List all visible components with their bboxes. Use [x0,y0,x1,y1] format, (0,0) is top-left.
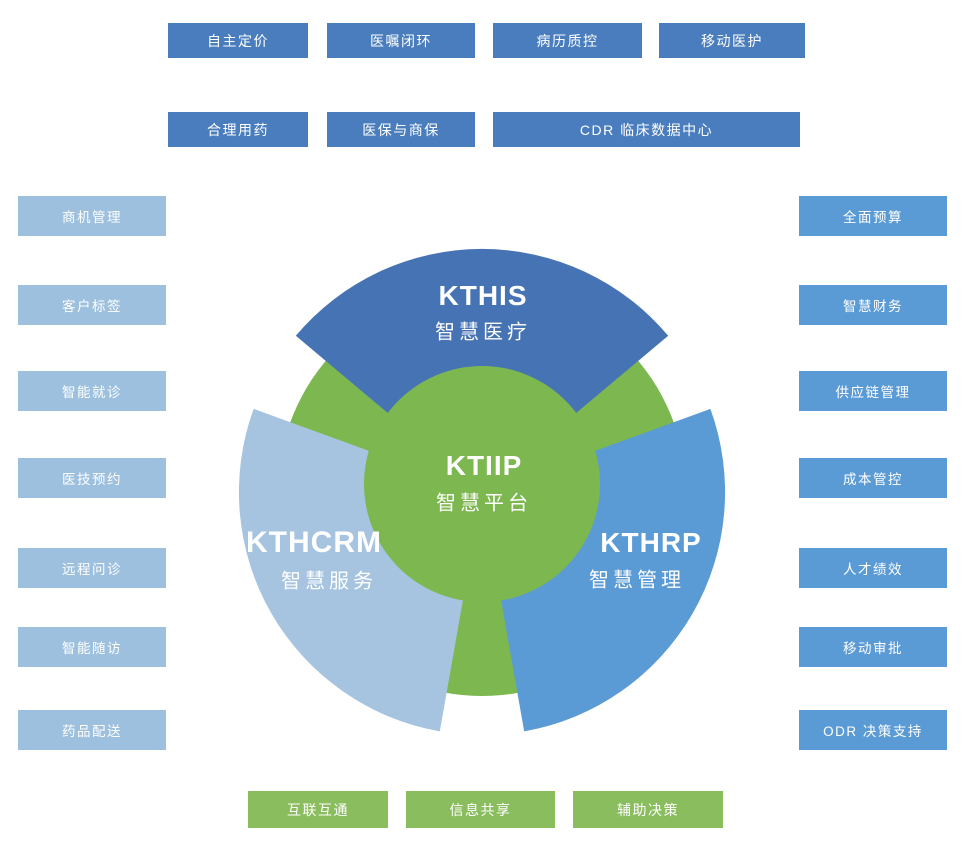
module-box-hulianhutong: 互联互通 [248,791,388,828]
kthis-acronym: KTHIS [438,280,528,311]
ktiip-label: 智慧平台 [436,492,532,515]
module-box-odr-decision: ODR 决策支持 [799,710,947,750]
module-box-yibaoshangbao: 医保与商保 [327,112,475,147]
module-box-zhinengsuifang: 智能随访 [18,627,166,667]
module-box-yijiyuyue: 医技预约 [18,458,166,498]
kthcrm-segment-shape [238,408,466,732]
module-box-heliyongyao: 合理用药 [168,112,308,147]
module-box-yizhubihuan: 医嘱闭环 [327,23,475,58]
ktiip-center-circle [364,366,600,602]
module-box-zhinengjiuzhen: 智能就诊 [18,371,166,411]
module-box-yidongyihu: 移动医护 [659,23,805,58]
ktiip-acronym: KTIIP [445,450,523,481]
kthcrm-label: 智慧服务 [281,570,377,593]
module-box-binglizhikong: 病历质控 [493,23,642,58]
module-box-quanmianyusuan: 全面预算 [799,196,947,236]
kthis-label: 智慧医疗 [435,321,531,344]
kthrp-segment-shape [498,408,726,732]
module-box-fuzhujuece: 辅助决策 [573,791,723,828]
module-box-yidongshenpi: 移动审批 [799,627,947,667]
module-box-yuanchengwenzhen: 远程问诊 [18,548,166,588]
module-box-shangjiguanli: 商机管理 [18,196,166,236]
module-box-kehubiaoqian: 客户标签 [18,285,166,325]
module-box-rencaijixiao: 人才绩效 [799,548,947,588]
module-box-zizhudingjia: 自主定价 [168,23,308,58]
module-box-yaopinpeisong: 药品配送 [18,710,166,750]
kthrp-acronym: KTHRP [600,527,702,558]
module-box-chengbenguankong: 成本管控 [799,458,947,498]
kthis-segment-shape [295,248,669,431]
kthrp-label: 智慧管理 [589,569,685,592]
kthcrm-acronym: KTHCRM [246,526,382,559]
module-box-gongyinglian: 供应链管理 [799,371,947,411]
module-box-cdr-data-center: CDR 临床数据中心 [493,112,800,147]
module-box-zhihuicaiwu: 智慧财务 [799,285,947,325]
module-box-xinxigongxiang: 信息共享 [406,791,555,828]
